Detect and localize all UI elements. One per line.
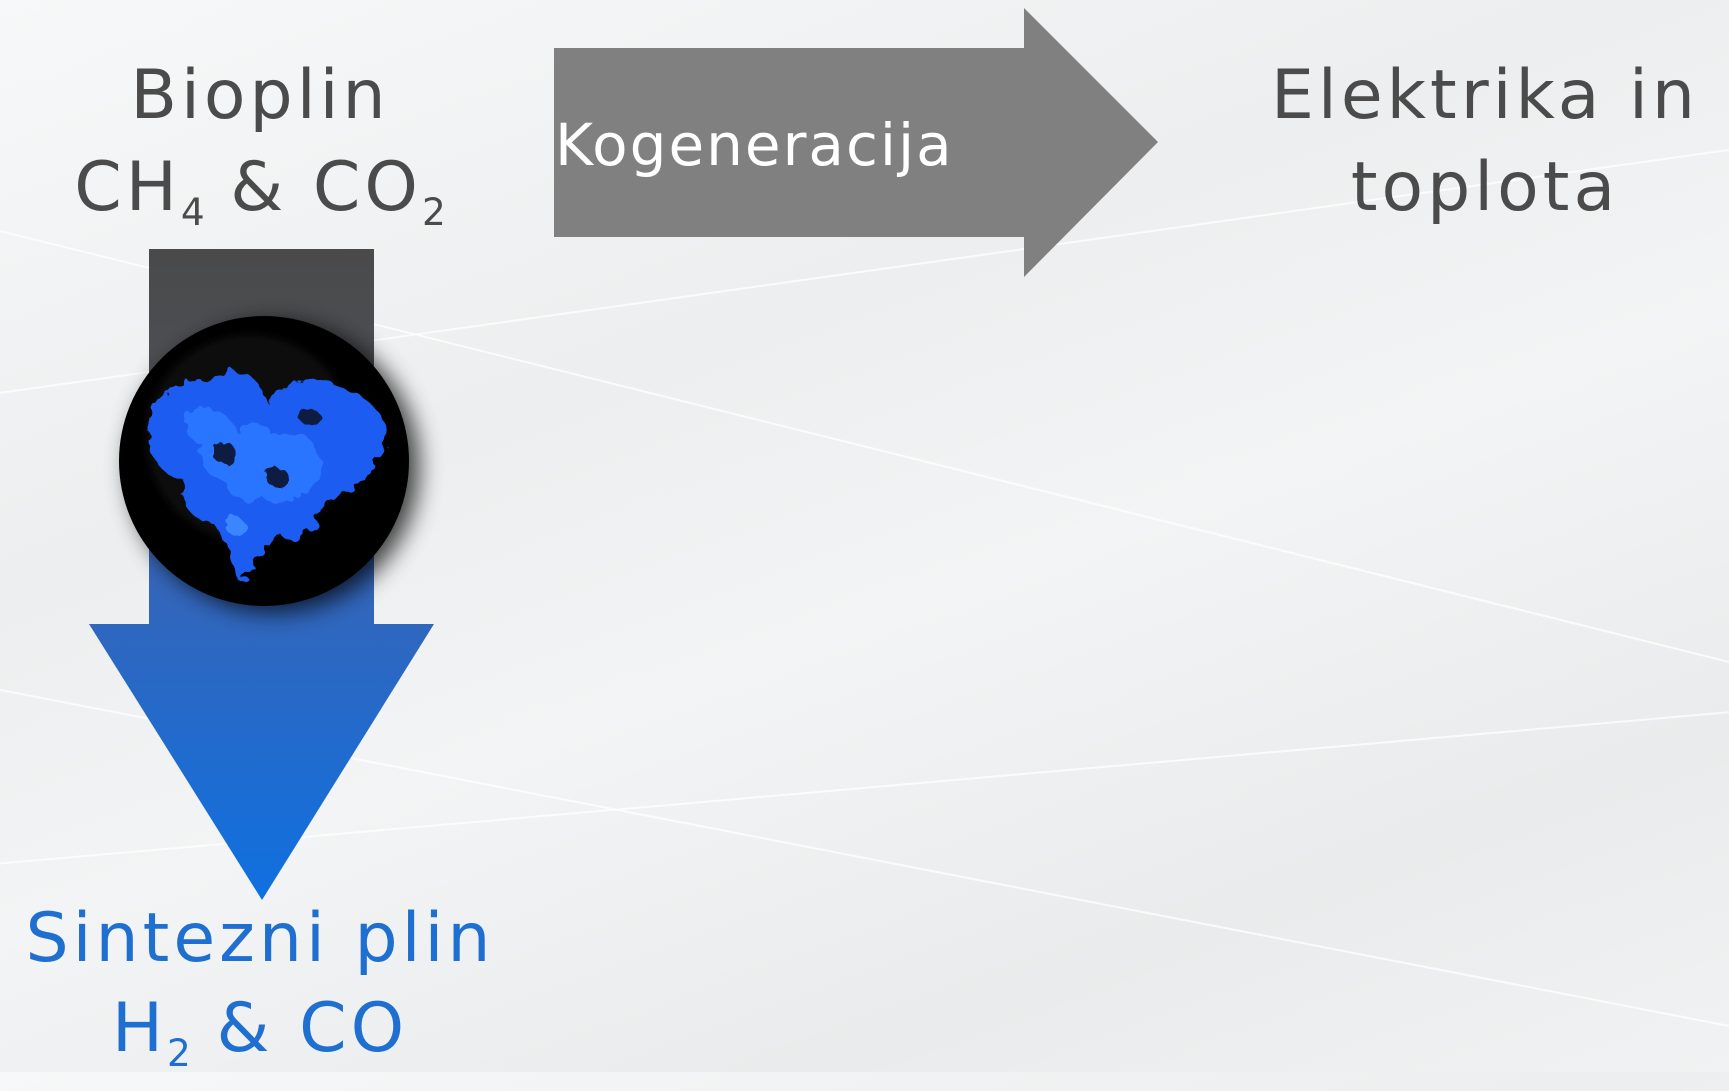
syngas-formula: H2 & CO bbox=[0, 995, 520, 1072]
syngas-label: Sintezni plin H2 & CO bbox=[0, 905, 520, 1072]
biogas-formula: CH4 & CO2 bbox=[40, 154, 480, 231]
formula-subscript: 2 bbox=[421, 189, 446, 234]
output-label: Elektrika in toplota bbox=[1245, 62, 1725, 222]
formula-subscript: 2 bbox=[167, 1030, 191, 1075]
output-line-1: Elektrika in bbox=[1270, 56, 1700, 135]
process-arrow bbox=[554, 8, 1158, 277]
formula-text: & CO bbox=[204, 148, 422, 227]
formula-text: H bbox=[111, 989, 168, 1068]
output-line-2: toplota bbox=[1350, 148, 1620, 227]
biogas-label: Bioplin CH4 & CO2 bbox=[40, 62, 480, 231]
formula-subscript: 4 bbox=[180, 189, 205, 234]
formula-text: CH bbox=[74, 148, 181, 227]
process-label: Kogeneracija bbox=[555, 111, 954, 179]
catalyst-particle-icon bbox=[119, 316, 409, 606]
syngas-name: Sintezni plin bbox=[25, 899, 495, 978]
formula-text: & CO bbox=[190, 989, 409, 1068]
biogas-name: Bioplin bbox=[130, 56, 390, 135]
